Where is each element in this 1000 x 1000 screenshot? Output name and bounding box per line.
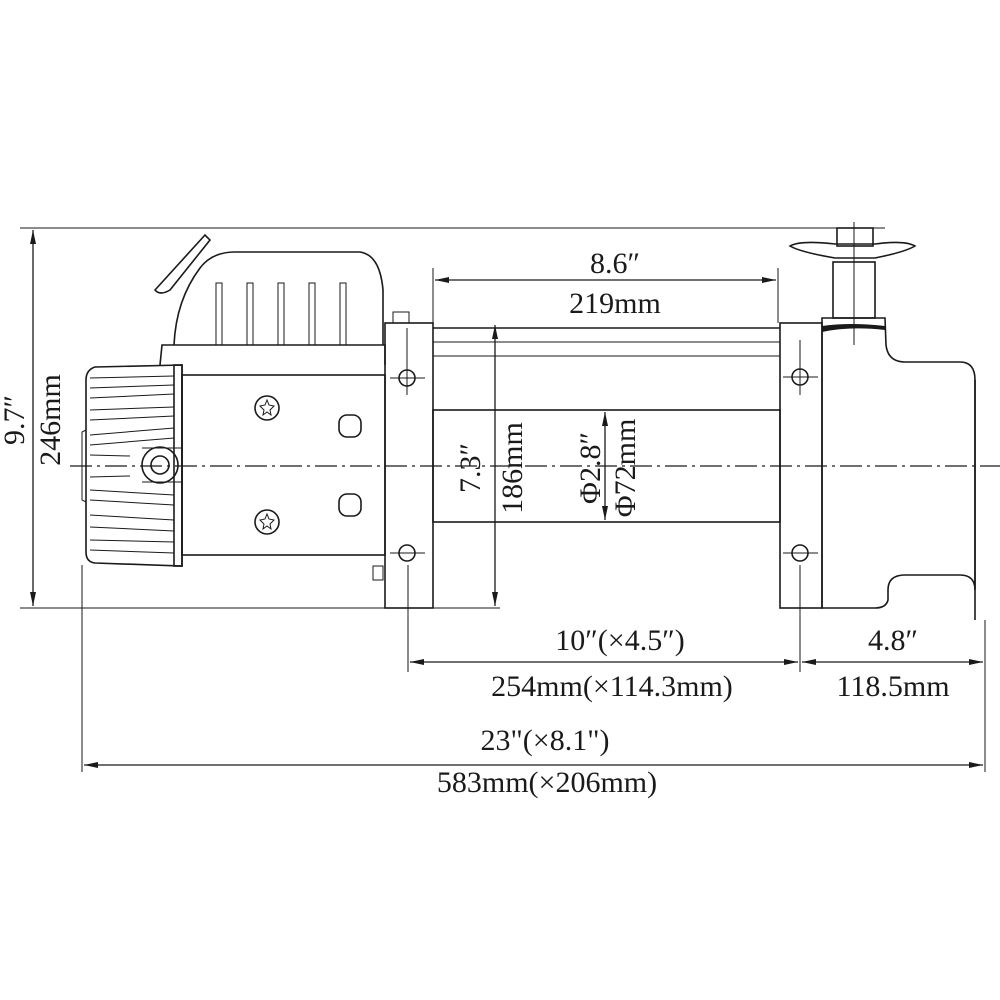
left-mount-bracket	[384, 311, 434, 609]
overall-height-inch: 9.7″	[0, 395, 31, 445]
drum-diameter-mm: Φ72mm	[609, 419, 642, 518]
motor-end-cap	[81, 364, 183, 567]
gearbox-length-inch: 4.8″	[868, 624, 918, 657]
mount-spacing-mm: 254mm(×114.3mm)	[491, 670, 733, 703]
drum-length-mm: 219mm	[569, 287, 661, 320]
drum-length-inch: 8.6″	[590, 247, 640, 280]
mount-spacing-inch: 10″(×4.5″)	[555, 624, 684, 657]
clutch-handle	[788, 222, 917, 345]
control-box	[153, 233, 386, 366]
gearbox-length-mm: 118.5mm	[836, 670, 949, 703]
motor-body	[181, 374, 386, 581]
gearbox-housing	[821, 317, 976, 620]
overall-length-inch: 23"(×8.1")	[481, 724, 610, 757]
flange-height-inch: 7.3″	[454, 443, 487, 493]
extension-lines	[20, 227, 986, 772]
drum-diameter-inch: Φ2.8″	[574, 432, 607, 504]
flange-height-mm: 186mm	[496, 422, 529, 514]
overall-length-mm: 583mm(×206mm)	[437, 766, 657, 799]
overall-height-mm: 246mm	[34, 374, 67, 466]
